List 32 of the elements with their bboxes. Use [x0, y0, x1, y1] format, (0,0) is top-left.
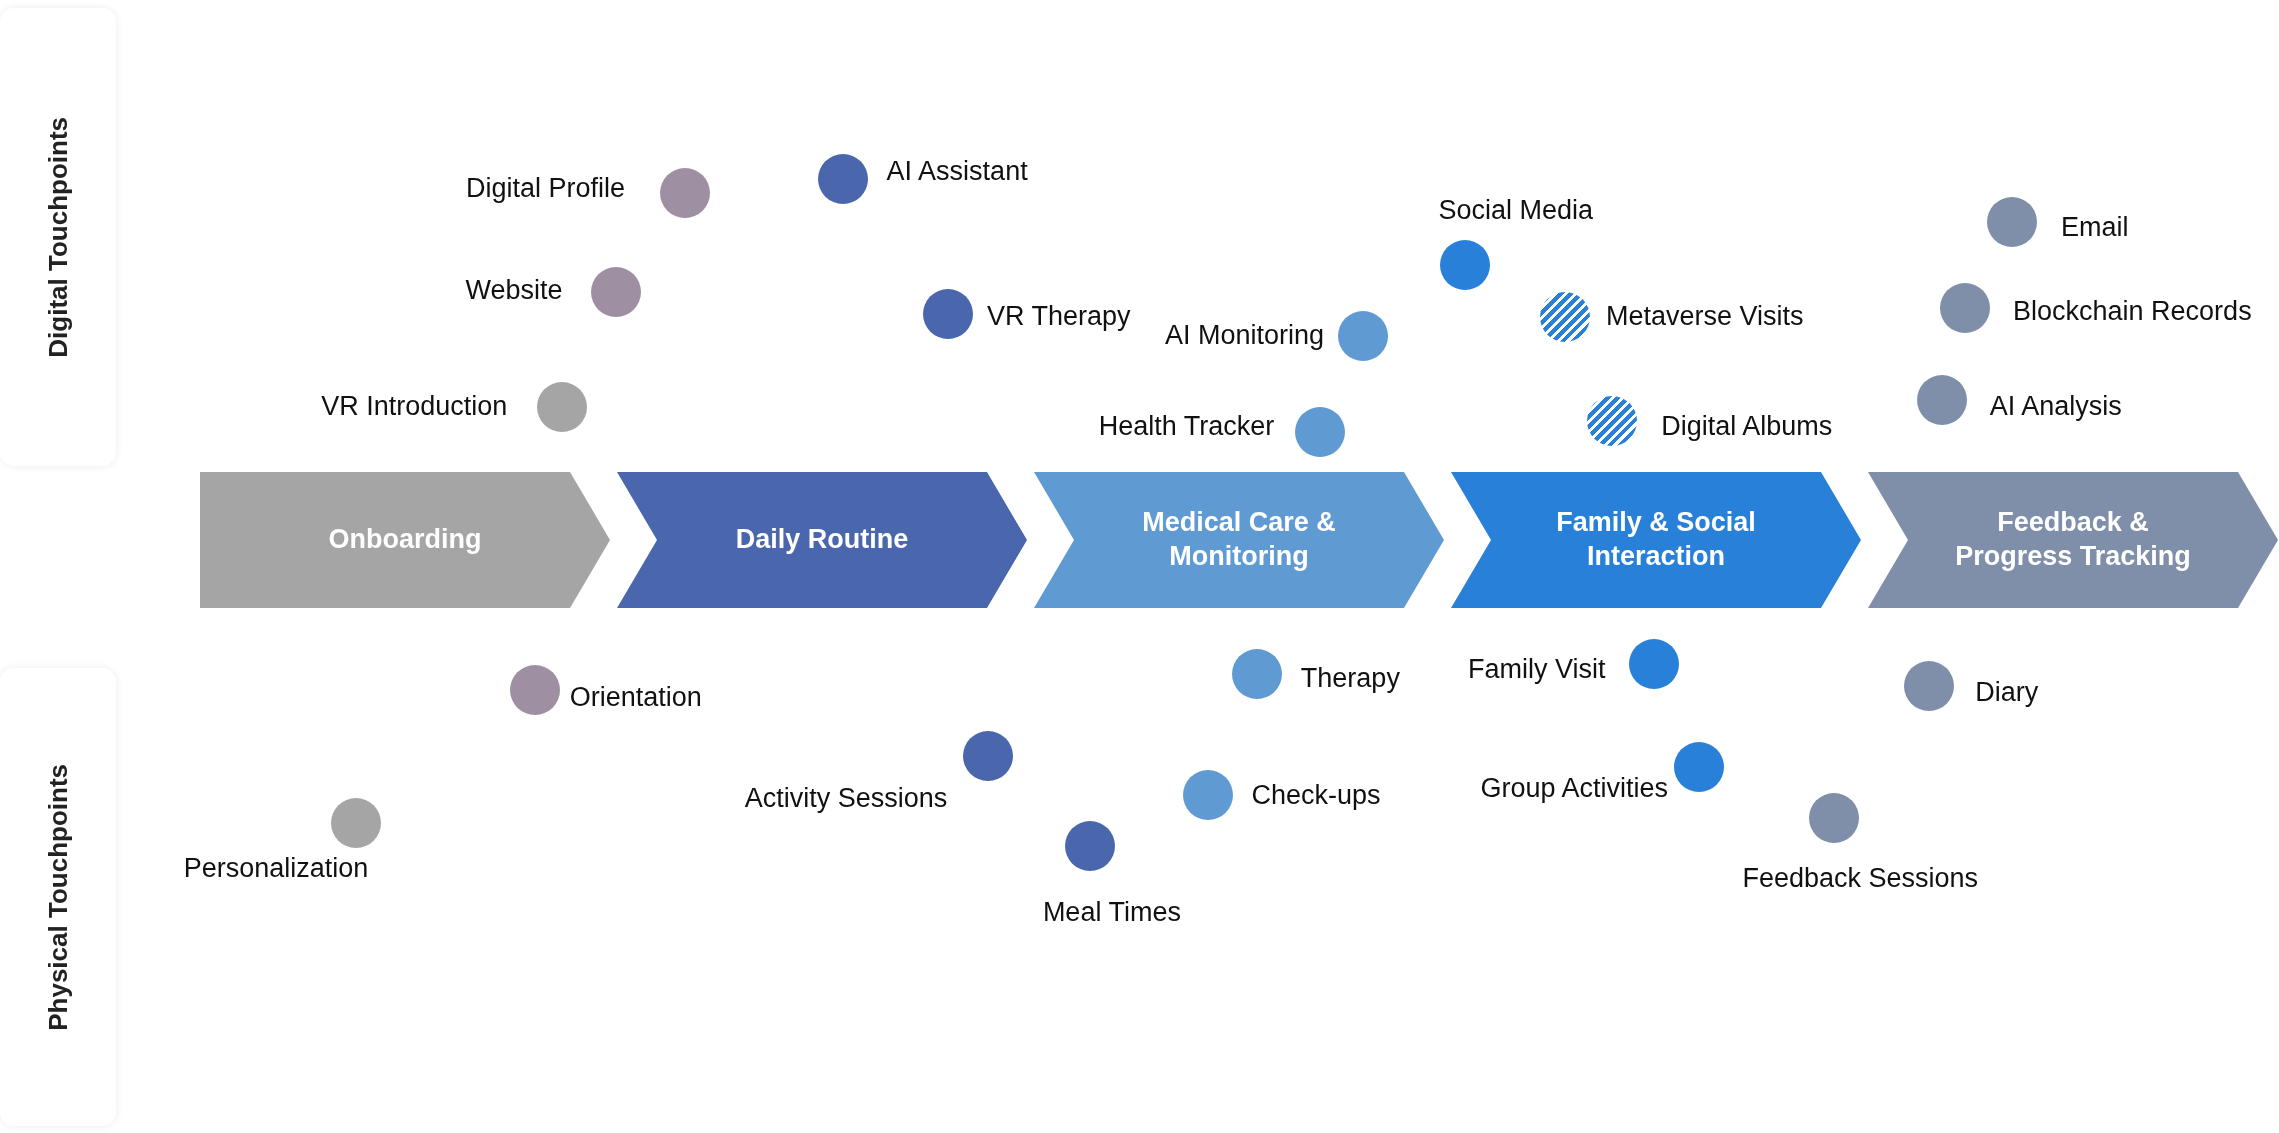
touchpoint-label: AI Monitoring	[1164, 318, 1325, 352]
section-heading: Physical Touchpoints	[42, 763, 74, 1031]
phase-title: Medical Care & Monitoring	[1141, 506, 1337, 573]
phase-title: Feedback & Progress Tracking	[1954, 506, 2192, 573]
touchpoint-label: Therapy	[1300, 661, 1400, 695]
touchpoint-label: Orientation	[569, 680, 702, 714]
phase-title: Daily Routine	[735, 523, 909, 557]
touchpoint-label: Health Tracker	[1098, 410, 1275, 444]
phase-banner	[200, 472, 610, 608]
touchpoint-label: Feedback Sessions	[1742, 862, 1979, 896]
touchpoint-label: Group Activities	[1480, 772, 1669, 806]
touchpoint-label: VR Introduction	[321, 389, 508, 423]
touchpoint-label: AI Assistant	[886, 154, 1028, 188]
phase-banner	[1868, 472, 2278, 608]
touchpoint-label: Diary	[1975, 676, 2039, 710]
section-heading: Digital Touchpoints	[42, 116, 74, 358]
touchpoint-label: Email	[2060, 211, 2129, 245]
phase-title: Onboarding	[328, 523, 482, 557]
touchpoint-label: Blockchain Records	[2013, 295, 2252, 329]
touchpoint-label: Personalization	[183, 852, 369, 886]
touchpoint-label: Metaverse Visits	[1606, 299, 1804, 333]
touchpoint-label: Activity Sessions	[744, 782, 948, 816]
touchpoint-label: VR Therapy	[986, 299, 1131, 333]
touchpoint-label: Check-ups	[1251, 779, 1381, 813]
phase-title: Family & Social Interaction	[1555, 506, 1757, 573]
touchpoint-label: Digital Profile	[465, 171, 626, 205]
touchpoint-label: AI Analysis	[1989, 389, 2122, 423]
touchpoint-label: Meal Times	[1042, 895, 1181, 929]
touchpoint-label: Social Media	[1438, 193, 1593, 227]
touchpoint-label: Website	[465, 273, 563, 307]
touchpoint-label: Digital Albums	[1661, 410, 1833, 444]
touchpoint-label: Family Visit	[1468, 653, 1606, 687]
